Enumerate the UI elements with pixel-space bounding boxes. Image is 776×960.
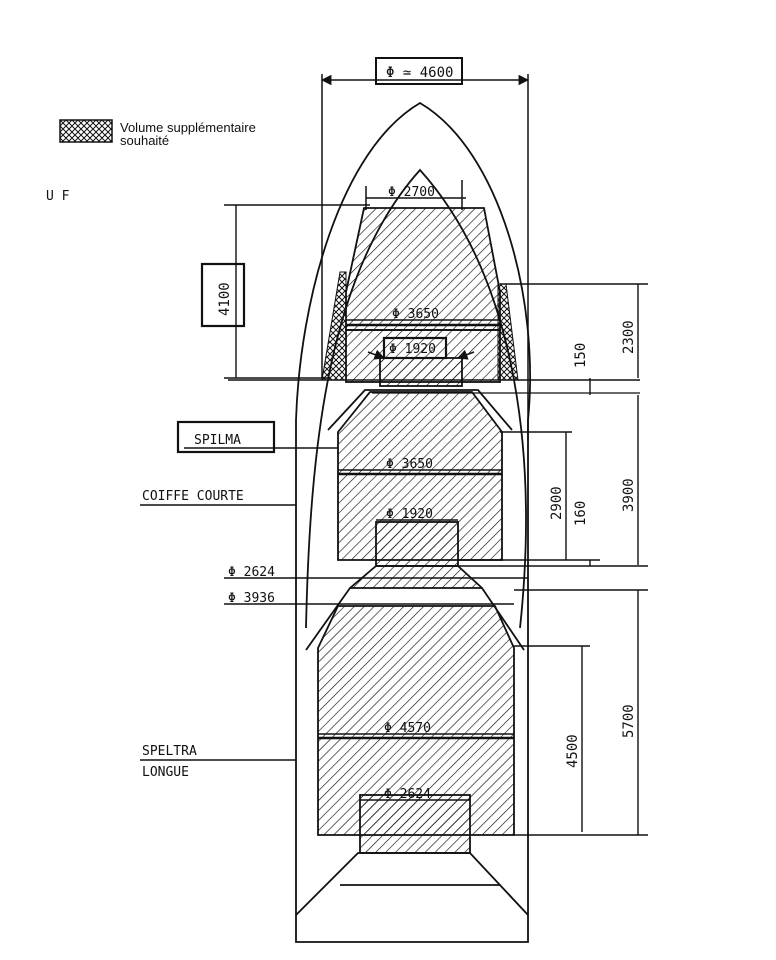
- diameter-callouts: [224, 57, 530, 801]
- spilma-label-box: [176, 420, 276, 454]
- dim-5700-label: 5700: [621, 704, 637, 738]
- coiffe-courte-label: COIFFE COURTE: [142, 489, 244, 504]
- vertical-dimensions: [200, 204, 648, 836]
- d3650-spilma-label: Φ 3650: [386, 457, 433, 472]
- d3936-label: Φ 3936: [228, 591, 275, 606]
- speltra-lower-cone: [295, 852, 529, 916]
- dim-160-label: 160: [573, 501, 589, 526]
- top-diameter-label: Φ ≃ 4600: [386, 65, 453, 81]
- speltra-adapter: [359, 794, 471, 854]
- spilma-outer-shell: [327, 389, 513, 431]
- d1920-upper-box: [382, 336, 448, 360]
- legend-text-line1: Volume supplémentaire: [120, 120, 256, 135]
- d2624-a-label: Φ 2624: [228, 565, 275, 580]
- text-layer: Φ ≃ 4600 Φ 2700 Φ 3650 Φ 1920 Φ 3650 Φ 1…: [142, 65, 637, 802]
- legend-crosshatch-swatch: [59, 119, 113, 143]
- dim-150-label: 150: [573, 343, 589, 368]
- legend: Volume supplémentaire souhaité: [59, 119, 256, 148]
- d2700-label: Φ 2700: [388, 185, 435, 200]
- legend-text-line2: souhaité: [120, 133, 169, 148]
- dim-2300-label: 2300: [621, 320, 637, 354]
- d2624-b-label: Φ 2624: [384, 787, 431, 802]
- speltra-structure: [295, 587, 529, 916]
- speltra-label-line2: LONGUE: [142, 765, 189, 780]
- dim-2900-label: 2900: [549, 486, 565, 520]
- margin-mark: U F: [46, 189, 70, 204]
- d1920-spilma-label: Φ 1920: [386, 507, 433, 522]
- d4570-label: Φ 4570: [384, 721, 431, 736]
- top-diameter-box: [375, 57, 463, 85]
- dim-4100-label: 4100: [217, 282, 233, 316]
- upper-extra-volume-left: [321, 271, 347, 381]
- d1920-upper-arrow-right: [457, 349, 475, 360]
- spilma-label: SPILMA: [194, 433, 241, 448]
- dim-4100-box: [200, 262, 246, 328]
- spilma-adapter: [375, 521, 459, 567]
- upper-extra-volume-right: [497, 283, 519, 381]
- d1920-upper-arrow-left: [367, 349, 385, 360]
- spilma-lower-cone: [349, 565, 483, 589]
- fairing-inner-contour: [305, 168, 527, 629]
- d3650-upper-label: Φ 3650: [392, 307, 439, 322]
- d1920-upper-label: Φ 1920: [389, 342, 436, 357]
- label-leaders: [140, 420, 338, 761]
- dim-3900-label: 3900: [621, 478, 637, 512]
- spilma-structure: [327, 389, 513, 589]
- upper-structure: [228, 207, 640, 394]
- dim-4500-label: 4500: [565, 734, 581, 768]
- upper-adapter: [379, 357, 463, 387]
- speltra-label-line1: SPELTRA: [142, 744, 197, 759]
